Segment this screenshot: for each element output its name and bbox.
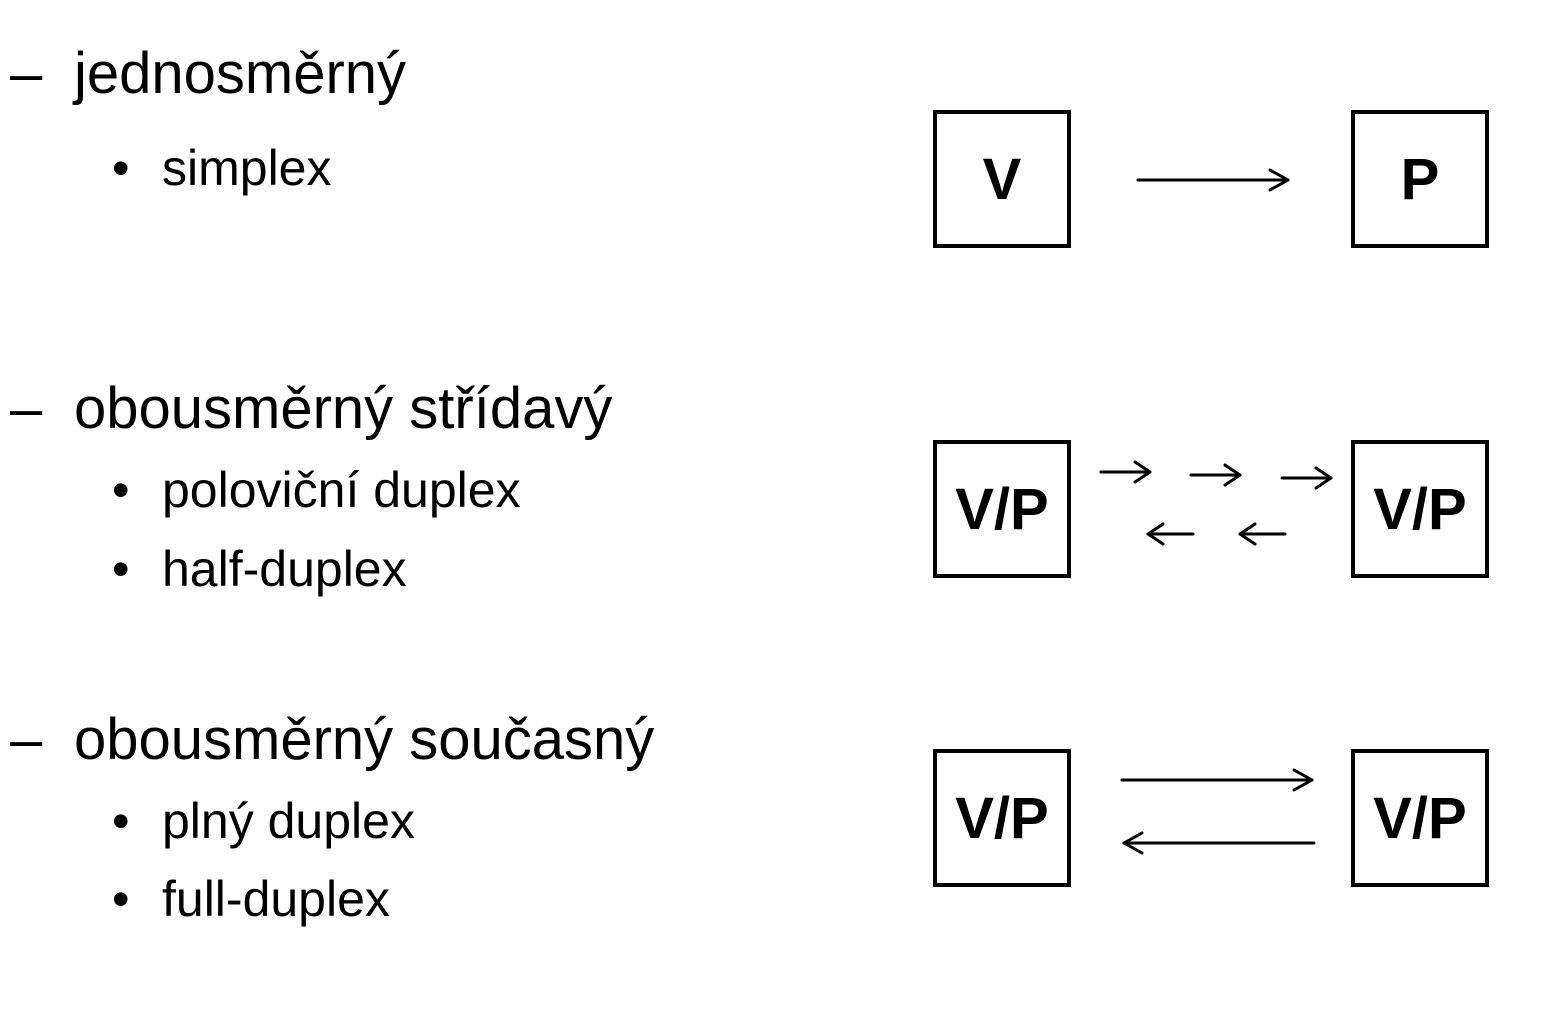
dash-marker: – xyxy=(10,41,43,106)
mode-subitem: • poloviční duplex xyxy=(112,465,521,515)
mode-subitem: • plný duplex xyxy=(112,796,415,846)
mode-heading-label: obousměrný současný xyxy=(74,707,655,772)
station-box-right: P xyxy=(1351,110,1489,248)
station-box-left: V/P xyxy=(933,749,1071,887)
bullet-marker: • xyxy=(112,462,130,518)
mode-subitem-label: plný duplex xyxy=(162,793,415,849)
mode-heading-label: obousměrný střídavý xyxy=(74,376,613,441)
bullet-marker: • xyxy=(112,793,130,849)
mode-heading-simplex: –jednosměrný xyxy=(10,45,406,103)
arrow-right-icon xyxy=(1120,768,1314,792)
dash-marker: – xyxy=(10,376,43,441)
mode-subitem-label: simplex xyxy=(162,140,332,196)
arrow-right-icon xyxy=(1136,168,1290,192)
mode-heading-full-duplex: –obousměrný současný xyxy=(10,711,654,769)
arrow-right-icon xyxy=(1189,463,1242,487)
mode-subitem-label: poloviční duplex xyxy=(162,462,521,518)
mode-subitem: • simplex xyxy=(112,143,331,193)
dash-marker: – xyxy=(10,707,43,772)
bullet-marker: • xyxy=(112,140,130,196)
arrow-right-icon xyxy=(1280,466,1333,490)
station-box-right: V/P xyxy=(1351,749,1489,887)
station-box-left: V xyxy=(933,110,1071,248)
station-box-left: V/P xyxy=(933,440,1071,578)
mode-heading-label: jednosměrný xyxy=(74,41,407,106)
arrow-left-icon xyxy=(1146,522,1195,546)
mode-subitem: • full-duplex xyxy=(112,874,390,924)
arrow-right-icon xyxy=(1099,460,1152,484)
station-box-right: V/P xyxy=(1351,440,1489,578)
arrow-left-icon xyxy=(1122,831,1316,855)
mode-subitem-label: full-duplex xyxy=(162,871,390,927)
mode-subitem: • half-duplex xyxy=(112,544,407,594)
mode-subitem-label: half-duplex xyxy=(162,541,407,597)
mode-heading-half-duplex: –obousměrný střídavý xyxy=(10,380,612,438)
arrow-left-icon xyxy=(1238,522,1287,546)
bullet-marker: • xyxy=(112,541,130,597)
bullet-marker: • xyxy=(112,871,130,927)
